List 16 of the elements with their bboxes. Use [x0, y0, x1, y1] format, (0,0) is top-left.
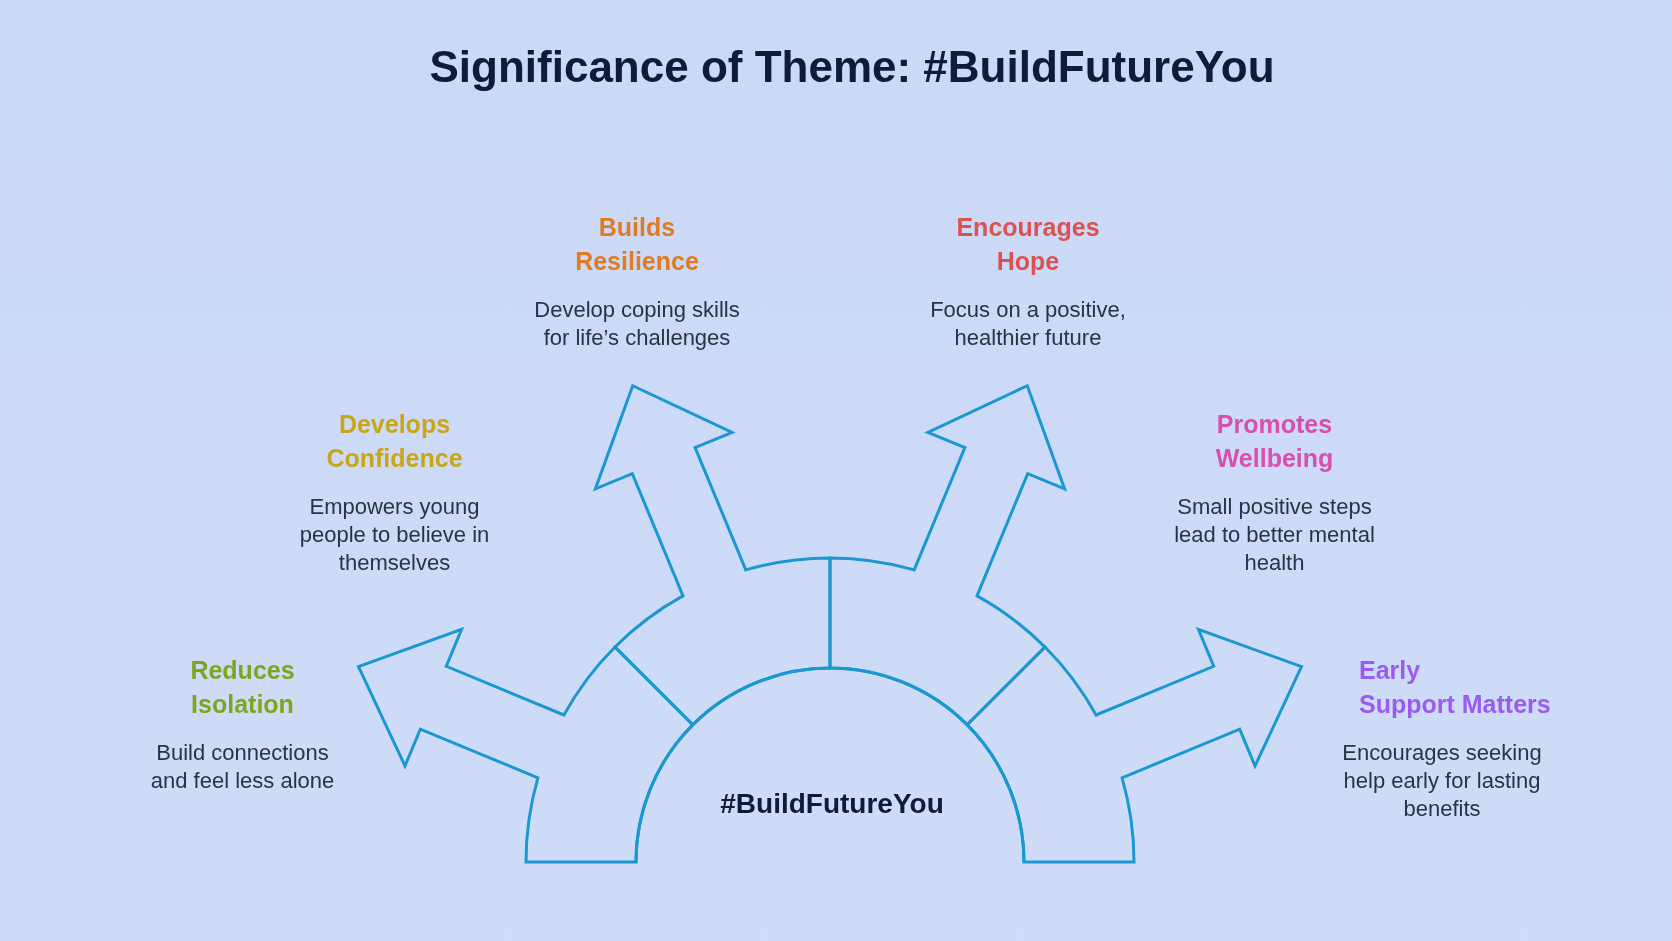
topic-heading: Builds Resilience — [574, 212, 700, 277]
block-arrow — [965, 627, 1303, 864]
topic-description: Small positive steps lead to better mental health — [1173, 493, 1376, 577]
topic-description: Empowers young people to believe in themselves — [298, 493, 491, 577]
topic-heading: Encourages Hope — [955, 212, 1101, 277]
hub-label: #BuildFutureYou — [720, 787, 944, 821]
topic-description: Build connections and feel less alone — [149, 739, 336, 795]
topic-description: Focus on a positive, healthier future — [929, 296, 1127, 352]
topic-description: Encourages seeking help early for lasting benefits — [1341, 739, 1543, 823]
title: Significance of Theme: #BuildFutureYou — [429, 41, 1275, 93]
topic-heading: Develops Confidence — [325, 409, 464, 474]
topic-description: Develop coping skills for life’s challenges — [533, 296, 741, 352]
block-arrow — [593, 384, 832, 727]
topic-heading: Reduces Isolation — [189, 655, 296, 720]
topic-heading: Early Support Matters — [1359, 655, 1552, 720]
topic-heading: Promotes Wellbeing — [1214, 409, 1335, 474]
